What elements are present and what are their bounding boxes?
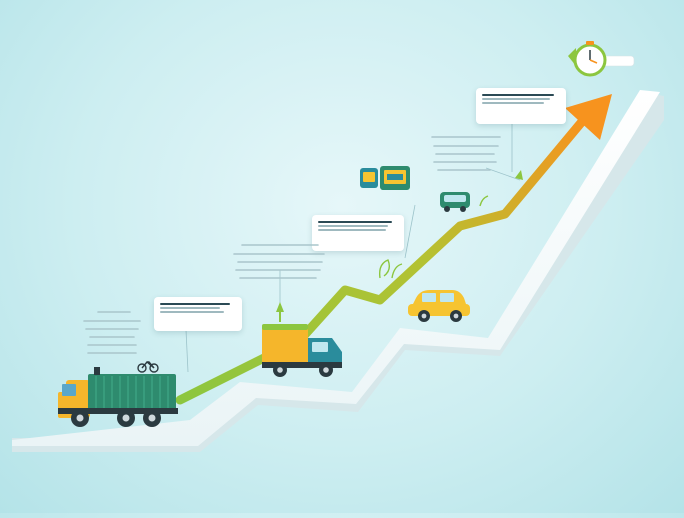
note-line <box>160 307 220 309</box>
note-card-1 <box>154 297 242 331</box>
truck-icon <box>58 367 178 427</box>
van-icon <box>262 324 342 377</box>
note-line <box>318 229 386 231</box>
car-icon <box>408 290 470 322</box>
dashboard-icon <box>360 166 410 190</box>
note-line <box>318 221 392 223</box>
plant-icon <box>378 195 489 279</box>
note-card-2 <box>312 215 404 251</box>
note-line <box>482 102 544 104</box>
up-arrow-icons <box>276 170 523 322</box>
stopwatch-icon <box>568 41 635 77</box>
bicycle-icon <box>137 361 159 373</box>
note-card-3 <box>476 88 566 124</box>
note-line <box>160 311 224 313</box>
note-line <box>318 225 388 227</box>
note-line <box>482 98 550 100</box>
note-line <box>160 303 230 305</box>
note-line <box>482 94 554 96</box>
electric-car-icon <box>440 192 470 212</box>
